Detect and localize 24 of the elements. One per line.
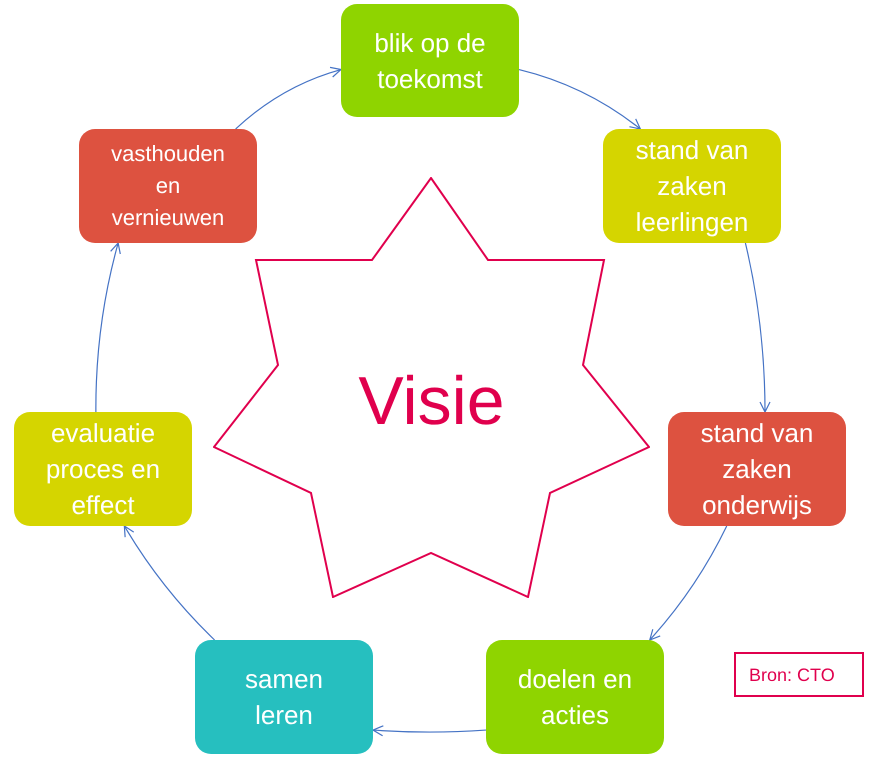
- box-label: evaluatie proces en effect: [44, 417, 162, 522]
- source-note: Bron: CTO: [749, 666, 835, 684]
- box-label: stand van zaken onderwijs: [700, 417, 814, 522]
- process-box: [195, 640, 373, 754]
- arrow: [744, 242, 770, 413]
- process-box: [486, 640, 664, 754]
- box-label: samen leren: [244, 663, 324, 732]
- process-box: [668, 412, 846, 526]
- source-box: [734, 652, 864, 697]
- arrow: [518, 68, 641, 130]
- arrow: [235, 66, 342, 130]
- process-box: [79, 129, 257, 243]
- arrow: [95, 242, 122, 412]
- box-label: blik op de toekomst: [373, 26, 487, 96]
- process-box: [341, 4, 519, 117]
- center-title: Visie: [358, 367, 505, 435]
- process-box: [603, 129, 781, 243]
- box-label: doelen en acties: [516, 663, 634, 732]
- arrow: [124, 525, 215, 640]
- box-label: stand van zaken leerlingen: [634, 134, 750, 239]
- arrow: [649, 526, 728, 641]
- arrow: [372, 725, 486, 736]
- box-label: vasthouden en vernieuwen: [110, 140, 226, 232]
- process-box: [14, 412, 192, 526]
